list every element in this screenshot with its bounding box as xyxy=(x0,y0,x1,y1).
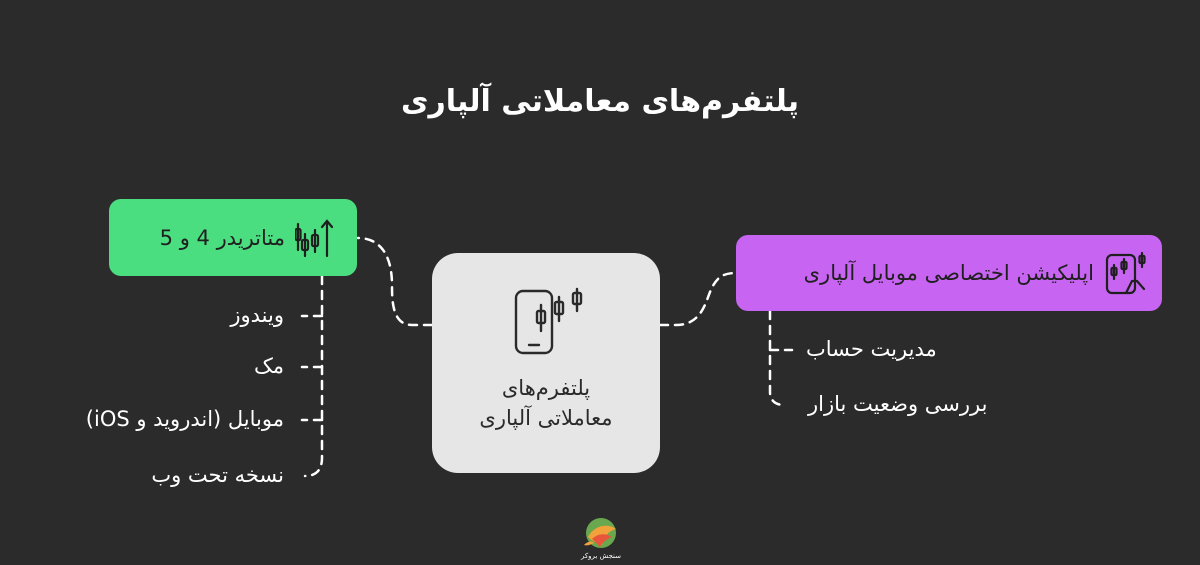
leaf-mac: مک xyxy=(253,354,284,378)
leaf-windows: ویندوز xyxy=(230,303,284,327)
alpari-app-node-label: اپلیکیشن اختصاصی موبایل آلپاری xyxy=(803,261,1094,285)
metatrader-node-label: متاتریدر 4 و 5 xyxy=(159,225,285,250)
candlestick-up-arrow-icon xyxy=(295,216,335,260)
logo-text: سنجش بروکر xyxy=(580,552,622,560)
center-card: پلتفرم‌های معاملاتی آلپاری xyxy=(432,253,660,473)
leaf-market-status: بررسی وضعیت بازار xyxy=(808,392,988,416)
center-card-label: پلتفرم‌های معاملاتی آلپاری xyxy=(446,373,646,433)
diagram-title: پلتفرم‌های معاملاتی آلپاری xyxy=(400,84,799,119)
leaf-web: نسخه تحت وب xyxy=(151,463,284,487)
center-card-line-2: معاملاتی آلپاری xyxy=(479,406,613,430)
metatrader-node: متاتریدر 4 و 5 xyxy=(109,199,357,276)
leaf-account-management: مدیریت حساب xyxy=(806,337,937,361)
mobile-chart-icon xyxy=(1104,249,1150,297)
alpari-app-node: اپلیکیشن اختصاصی موبایل آلپاری xyxy=(736,235,1162,311)
mobile-candlestick-icon xyxy=(506,287,586,361)
center-card-line-1: پلتفرم‌های xyxy=(501,376,591,400)
leaf-mobile: موبایل (اندروید و iOS) xyxy=(85,407,284,431)
bird-logo-icon: سنجش بروکر xyxy=(578,515,624,561)
